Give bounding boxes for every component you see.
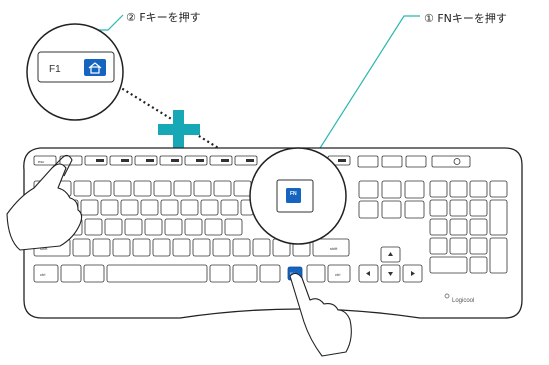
svg-text:shift: shift [330,246,338,251]
arrow-glyphs [366,252,415,276]
sleep-icon [453,158,461,165]
callout-leader-step1 [300,15,420,179]
brand-logo-text: Logicool [452,298,475,304]
plus-icon [158,110,200,150]
fn-zoom-key [286,188,301,203]
svg-text:ctrl: ctrl [335,272,340,277]
logo-icon [444,293,450,299]
right-hand-illustration [289,272,352,357]
home-icon [88,62,102,74]
callout-step1: ① FNキーを押す [424,12,507,25]
esc-key-label: esc [38,159,44,164]
fn-key-zoom-label: FN [290,191,297,197]
left-hand-illustration [6,154,83,251]
svg-text:shift: shift [40,246,48,251]
svg-text:ctrl: ctrl [40,272,45,277]
f1-key-label: F1 [49,64,61,75]
row-labels: shift ctrl shift ctrl [40,246,340,277]
callout-step2: ② Fキーを押す [126,11,201,24]
function-key-glyphs [96,159,346,162]
numeric-keypad [429,180,508,274]
